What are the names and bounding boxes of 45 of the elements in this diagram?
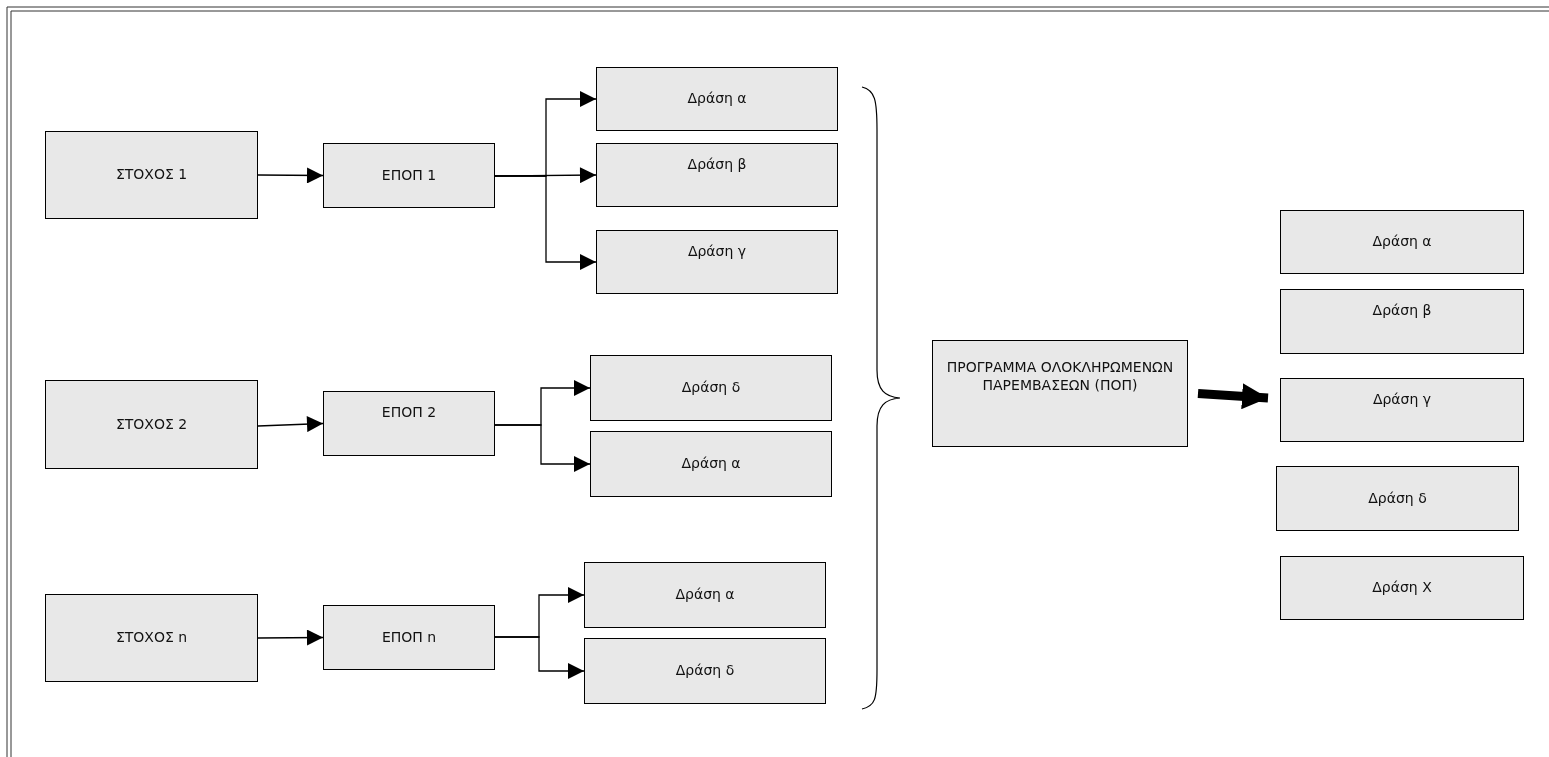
process-box <box>590 431 832 497</box>
node-label: Δράση β <box>687 156 747 174</box>
process-box <box>596 230 838 294</box>
arrow <box>257 416 324 433</box>
process-box <box>590 355 832 421</box>
node-label: ΣΤΟΧΟΣ n <box>115 629 188 647</box>
node-label: ΣΤΟΧΟΣ 2 <box>115 415 188 434</box>
node-label: Δράση Χ <box>1372 579 1432 597</box>
process-box <box>45 131 258 219</box>
process-box <box>1280 289 1524 354</box>
node-label: Δράση γ <box>687 243 747 261</box>
arrow <box>494 175 597 270</box>
arrow <box>257 629 324 646</box>
node-label: Δράση α <box>675 586 735 604</box>
node-label: Δράση δ <box>675 662 735 680</box>
node-label: ΠΡΟΓΡΑΜΜΑ ΟΛΟΚΛΗΡΩΜΕΝΩΝ ΠΑΡΕΜΒΑΣΕΩΝ (ΠΟΠ) <box>945 359 1175 394</box>
node-label: ΣΤΟΧΟΣ 1 <box>115 166 188 184</box>
process-box <box>45 594 258 682</box>
process-box <box>45 380 258 469</box>
node-label: Δράση δ <box>681 379 741 397</box>
node-label: ΕΠΟΠ n <box>381 628 437 647</box>
node-label: Δράση β <box>1372 302 1432 320</box>
node-label: Δράση α <box>1372 233 1432 251</box>
process-box <box>323 391 495 456</box>
node-label: ΕΠΟΠ 2 <box>381 404 437 422</box>
process-box <box>1276 466 1519 531</box>
node-label: Δράση δ <box>1368 489 1427 508</box>
thick-arrow <box>1197 383 1269 410</box>
program-box <box>932 340 1188 447</box>
arrow <box>494 424 591 472</box>
process-box <box>596 67 838 131</box>
node-label: Δράση α <box>687 90 747 108</box>
node-label: Δράση γ <box>1372 391 1432 409</box>
node-label: Δράση α <box>681 455 741 473</box>
process-box <box>1280 378 1524 442</box>
process-box <box>584 638 826 704</box>
process-box <box>596 143 838 207</box>
process-box <box>323 605 495 670</box>
arrow <box>494 636 585 679</box>
process-box <box>1280 556 1524 620</box>
process-box <box>323 143 495 208</box>
node-label: ΕΠΟΠ 1 <box>381 166 437 185</box>
process-box <box>584 562 826 628</box>
arrow <box>257 167 324 184</box>
process-box <box>1280 210 1524 274</box>
